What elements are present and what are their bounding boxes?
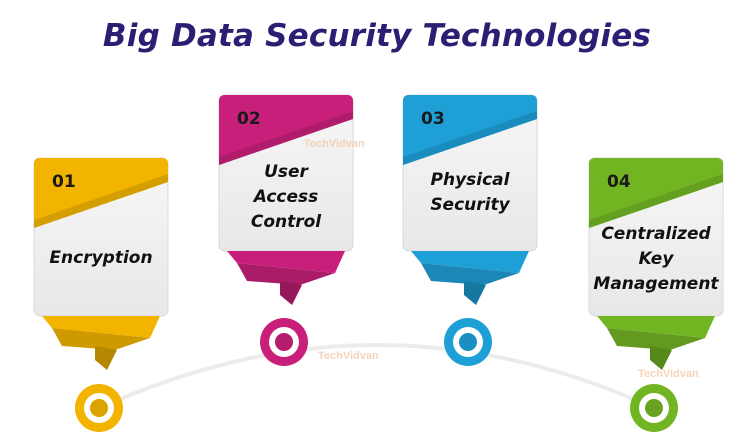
watermark: TechVidvan [638, 368, 699, 380]
step-card-01 [33, 157, 169, 432]
ribbon-fold-1 [411, 251, 529, 273]
ribbon-tail [650, 346, 672, 370]
page-title: Big Data Security Technologies [102, 18, 652, 54]
ribbon-fold-2 [607, 328, 705, 350]
step-number: 02 [237, 109, 261, 129]
step-number: 04 [607, 172, 631, 192]
ribbon-fold-1 [597, 316, 715, 338]
ribbon-tail [280, 281, 302, 305]
ribbon-fold-2 [237, 263, 335, 285]
step-number: 03 [421, 109, 445, 129]
step-card-04 [588, 157, 724, 432]
ribbon-tail [95, 346, 117, 370]
target-center [90, 399, 108, 417]
ribbon-fold-1 [227, 251, 345, 273]
card-header-shadow [403, 111, 537, 165]
step-label: Encryption [49, 248, 153, 268]
ribbon-fold-1 [42, 316, 160, 338]
step-number: 01 [52, 172, 76, 192]
step-card-02 [218, 94, 354, 366]
watermark: TechVidvan [304, 138, 365, 150]
target-center [645, 399, 663, 417]
ribbon-fold-2 [52, 328, 150, 350]
card-header-shadow [34, 174, 168, 228]
target-center [459, 333, 477, 351]
step-card-03 [402, 94, 538, 366]
watermark: TechVidvan [318, 350, 379, 362]
target-center [275, 333, 293, 351]
ribbon-fold-2 [421, 263, 519, 285]
card-header-shadow [589, 174, 723, 228]
ribbon-tail [464, 281, 486, 305]
card-header-shadow [219, 111, 353, 165]
timeline-arc [99, 343, 655, 410]
